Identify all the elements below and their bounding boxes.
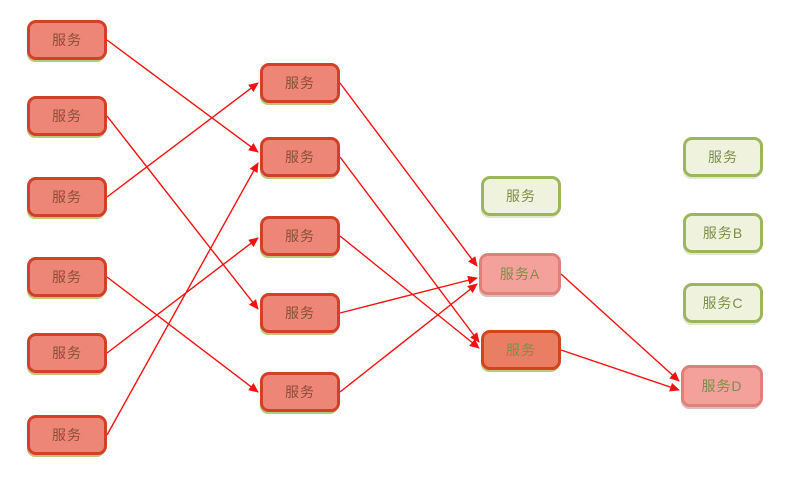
service-node-a[interactable]: 服务A xyxy=(479,253,561,295)
service-node-l4[interactable]: 服务 xyxy=(27,257,107,297)
service-node-l2[interactable]: 服务 xyxy=(27,96,107,136)
edge-arrow-l6-m2 xyxy=(106,162,259,436)
edge-arrow-l2-m4 xyxy=(106,115,259,310)
edge-arrow-m5-a xyxy=(339,283,478,393)
edge-arrow-r-d xyxy=(560,349,680,392)
service-node-l1[interactable]: 服务 xyxy=(27,20,107,60)
edge-arrow-a-d xyxy=(560,273,680,382)
service-node-g1[interactable]: 服务 xyxy=(481,176,561,216)
service-node-m4[interactable]: 服务 xyxy=(260,293,340,333)
edge-arrow-l1-m2 xyxy=(106,39,259,153)
edge-arrow-m4-a xyxy=(339,275,478,314)
edge-arrow-m3-r xyxy=(339,235,480,349)
edge-arrow-m2-r xyxy=(339,156,480,343)
service-node-l6[interactable]: 服务 xyxy=(27,415,107,455)
service-node-d[interactable]: 服务D xyxy=(681,365,763,407)
service-node-m1[interactable]: 服务 xyxy=(260,63,340,103)
service-node-m3[interactable]: 服务 xyxy=(260,216,340,256)
service-node-m2[interactable]: 服务 xyxy=(260,137,340,177)
edge-arrow-m1-a xyxy=(339,82,478,267)
service-node-m5[interactable]: 服务 xyxy=(260,372,340,412)
service-node-g4[interactable]: 服务C xyxy=(683,283,763,323)
service-node-l5[interactable]: 服务 xyxy=(27,333,107,373)
edge-arrow-l3-m1 xyxy=(106,82,259,198)
service-node-r[interactable]: 服务 xyxy=(481,330,561,370)
service-node-l3[interactable]: 服务 xyxy=(27,177,107,217)
edge-arrow-l4-m5 xyxy=(106,276,259,393)
edge-arrow-l5-m3 xyxy=(106,237,259,354)
service-node-g3[interactable]: 服务B xyxy=(683,213,763,253)
service-node-g2[interactable]: 服务 xyxy=(683,137,763,177)
